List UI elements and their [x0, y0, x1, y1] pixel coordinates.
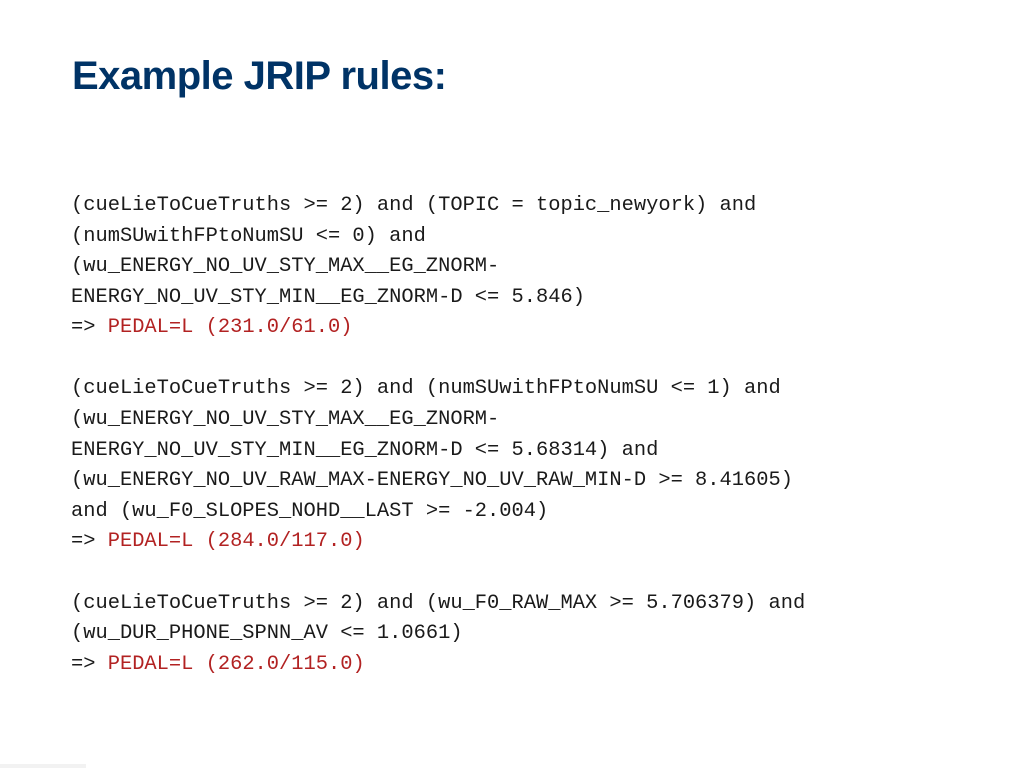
- implies-arrow: =>: [71, 530, 108, 554]
- rule-1: (cueLieToCueTruths >= 2) and (TOPIC = to…: [71, 191, 1011, 344]
- rules-list: (cueLieToCueTruths >= 2) and (TOPIC = to…: [71, 191, 1011, 711]
- rule-condition-line: ENERGY_NO_UV_STY_MIN__EG_ZNORM-D <= 5.84…: [71, 285, 585, 309]
- rule-condition-line: and (wu_F0_SLOPES_NOHD__LAST >= -2.004): [71, 499, 549, 523]
- rule-condition-line: (wu_ENERGY_NO_UV_RAW_MAX-ENERGY_NO_UV_RA…: [71, 469, 793, 493]
- rule-condition-line: (numSUwithFPtoNumSU <= 0) and: [71, 224, 426, 248]
- slide-corner-mark: [0, 764, 86, 768]
- implies-arrow: =>: [71, 652, 108, 676]
- rule-condition-line: (cueLieToCueTruths >= 2) and (numSUwithF…: [71, 377, 781, 401]
- rule-condition-line: (cueLieToCueTruths >= 2) and (wu_F0_RAW_…: [71, 591, 806, 615]
- implies-arrow: =>: [71, 316, 108, 340]
- rule-condition-line: (wu_ENERGY_NO_UV_STY_MAX__EG_ZNORM-: [71, 255, 500, 279]
- rule-conclusion-line: => PEDAL=L (284.0/117.0): [71, 527, 1011, 558]
- slide-title: Example JRIP rules:: [72, 54, 447, 98]
- rule-conclusion: PEDAL=L (284.0/117.0): [107, 530, 365, 554]
- rule-conclusion: PEDAL=L (231.0/61.0): [107, 316, 353, 340]
- rule-condition-line: (wu_DUR_PHONE_SPNN_AV <= 1.0661): [71, 622, 463, 646]
- rule-condition-line: ENERGY_NO_UV_STY_MIN__EG_ZNORM-D <= 5.68…: [71, 438, 659, 462]
- rule-conclusion-line: => PEDAL=L (262.0/115.0): [71, 650, 1011, 681]
- rule-condition-line: (cueLieToCueTruths >= 2) and (TOPIC = to…: [71, 194, 757, 217]
- rule-conclusion-line: => PEDAL=L (231.0/61.0): [71, 313, 1011, 344]
- rule-3: (cueLieToCueTruths >= 2) and (wu_F0_RAW_…: [71, 589, 1011, 681]
- rule-2: (cueLieToCueTruths >= 2) and (numSUwithF…: [71, 374, 1011, 558]
- rule-condition-line: (wu_ENERGY_NO_UV_STY_MAX__EG_ZNORM-: [71, 408, 500, 432]
- rule-conclusion: PEDAL=L (262.0/115.0): [107, 652, 365, 676]
